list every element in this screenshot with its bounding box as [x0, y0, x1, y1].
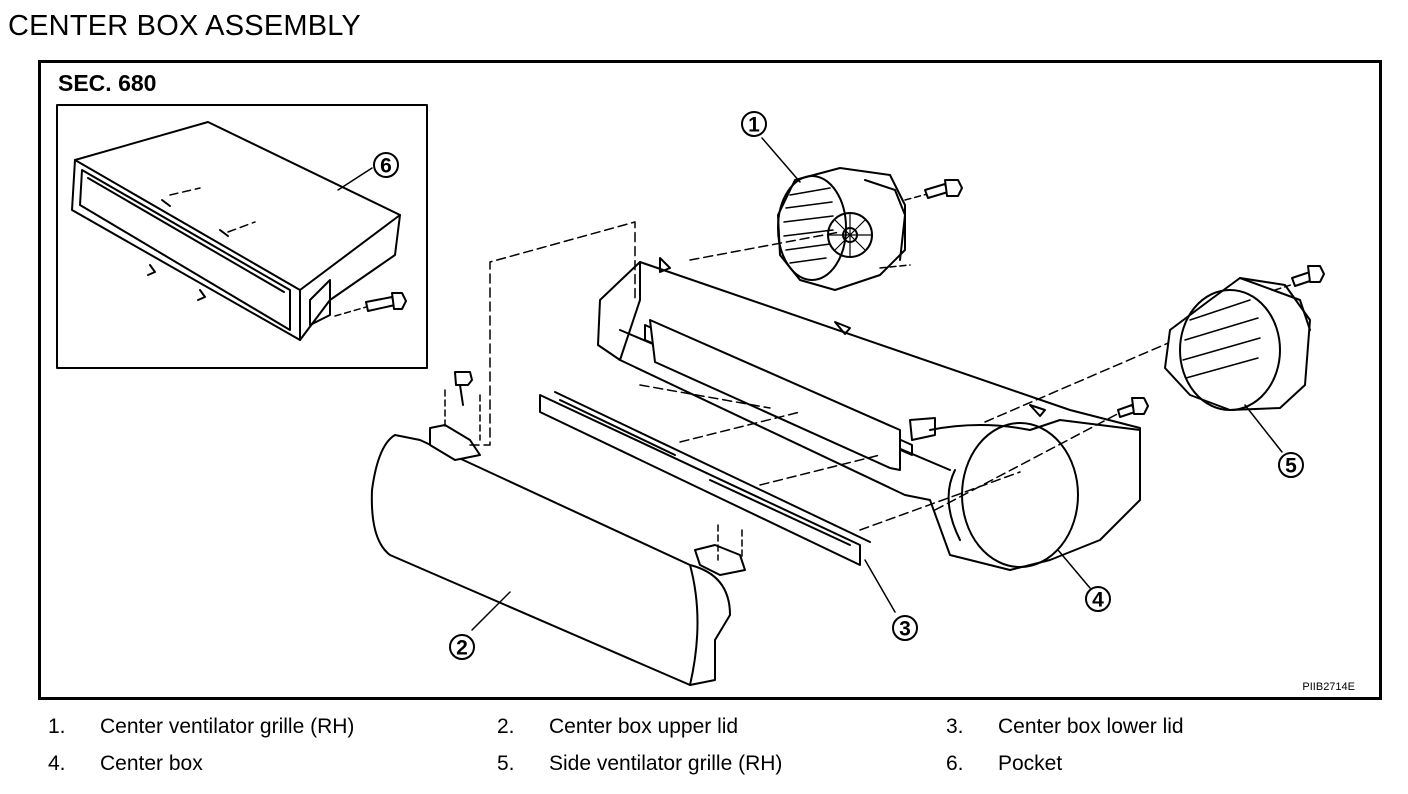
callout-6-circle [373, 152, 399, 178]
legend-number: 5. [497, 752, 515, 775]
center-box-upper-lid-drawing [370, 221, 746, 686]
callout-1: 1 [748, 114, 760, 137]
pocket-drawing [71, 121, 407, 341]
callout-5-circle [1278, 452, 1304, 478]
callout-6: 6 [380, 155, 392, 178]
center-box-lower-lid-drawing [539, 384, 881, 566]
callout-2-circle [449, 634, 475, 660]
callout-4: 4 [1092, 589, 1104, 612]
figure-frame: SEC. 680 PIIB2714E [38, 60, 1382, 700]
callout-4-circle [1085, 586, 1111, 612]
legend-number: 1. [48, 715, 66, 738]
legend-label: Center box lower lid [998, 715, 1184, 738]
legend-label: Side ventilator grille (RH) [549, 752, 783, 775]
legend-label: Pocket [998, 752, 1063, 775]
legend-label: Center box upper lid [549, 715, 739, 738]
section-label: SEC. 680 [58, 70, 157, 96]
callout-5: 5 [1285, 455, 1297, 478]
callout-3-circle [892, 615, 918, 641]
center-box-drawing [597, 231, 1211, 571]
callout-2: 2 [456, 637, 468, 660]
callout-3: 3 [899, 618, 911, 641]
legend-label: Center box [100, 752, 203, 775]
page-title: CENTER BOX ASSEMBLY [8, 10, 361, 42]
legend-number: 4. [48, 752, 66, 775]
side-ventilator-grille-drawing [1164, 265, 1325, 411]
legend-number: 6. [946, 752, 964, 775]
legend-label: Center ventilator grille (RH) [100, 715, 355, 738]
legend-number: 2. [497, 715, 515, 738]
parts-legend: 1. Center ventilator grille (RH) 2. Cent… [0, 712, 1408, 792]
pocket-inset-frame [56, 104, 428, 369]
callout-1-circle [741, 111, 767, 137]
figure-code: PIIB2714E [1302, 681, 1355, 693]
legend-number: 3. [946, 715, 964, 738]
